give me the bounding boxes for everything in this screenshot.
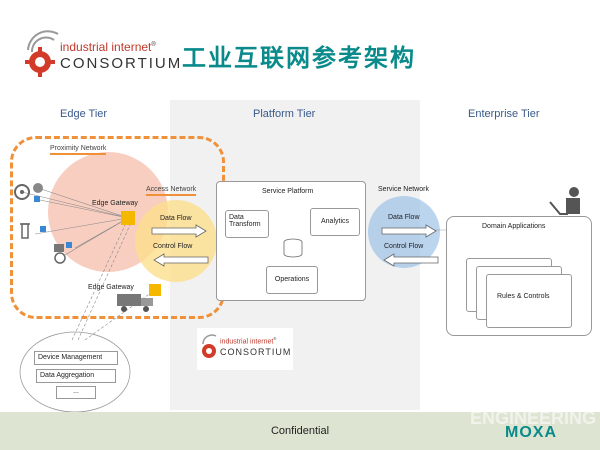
- consortium-logo-icon: [25, 30, 59, 77]
- domain-app-stack-3: [486, 274, 572, 328]
- access-data-flow-arrow-icon: [151, 224, 207, 238]
- center-logo-text2: CONSORTIUM: [220, 347, 292, 357]
- center-logo-text1: industrial internet®: [220, 336, 277, 346]
- service-network-label: Service Network: [378, 186, 429, 193]
- service-data-flow-label: Data Flow: [388, 214, 420, 221]
- logo-text-line2: CONSORTIUM: [60, 55, 183, 72]
- service-data-flow-arrow-icon: [381, 224, 437, 238]
- access-control-flow-arrow-icon: [153, 253, 209, 267]
- access-network-circle: [135, 200, 217, 282]
- confidential-label: Confidential: [270, 425, 330, 437]
- device-management-item: Device Management: [34, 351, 118, 365]
- proximity-network-label: Proximity Network: [50, 145, 107, 155]
- user-at-laptop-icon: [549, 187, 580, 215]
- access-network-label: Access Network: [146, 186, 197, 196]
- service-control-flow-label: Control Flow: [384, 243, 424, 250]
- center-logo-icon: [202, 334, 217, 358]
- sensor-icon: [33, 183, 43, 193]
- meter-icon: [54, 244, 64, 252]
- gear-icon: [14, 184, 30, 200]
- moxa-logo: MOXA: [505, 424, 557, 441]
- edge-gateway-square-2: [149, 284, 161, 296]
- enterprise-tier-label: Enterprise Tier: [468, 108, 540, 120]
- access-control-flow-label: Control Flow: [153, 243, 193, 250]
- edge-gateway-label-1: Edge Gateway: [92, 200, 138, 207]
- access-data-flow-label: Data Flow: [160, 215, 192, 222]
- device-icons-group: [14, 183, 72, 264]
- database-icon: [283, 238, 303, 258]
- edge-tier-label: Edge Tier: [60, 108, 108, 120]
- platform-tier-label: Platform Tier: [253, 108, 316, 120]
- operations-box: Operations: [266, 266, 318, 294]
- edge-gateway-label-2: Edge Gateway: [88, 284, 134, 291]
- rules-controls-label: Rules & Controls: [497, 293, 550, 300]
- page-title: 工业互联网参考架构: [182, 45, 416, 72]
- data-transform-box: Data Transform: [225, 210, 269, 238]
- domain-applications-label: Domain Applications: [482, 223, 546, 230]
- edge-gateway-square-1: [121, 211, 135, 225]
- truck-icon: [117, 294, 153, 312]
- service-platform-title: Service Platform: [262, 188, 314, 195]
- logo-text-line1: industrial internet®: [60, 40, 156, 54]
- valve-icon: [21, 223, 29, 239]
- analytics-box: Analytics: [310, 208, 360, 236]
- footer-bar: [0, 412, 600, 450]
- data-aggregation-item: Data Aggregation: [36, 369, 116, 383]
- service-control-flow-arrow-icon: [383, 253, 439, 267]
- more-item: ...: [56, 386, 96, 399]
